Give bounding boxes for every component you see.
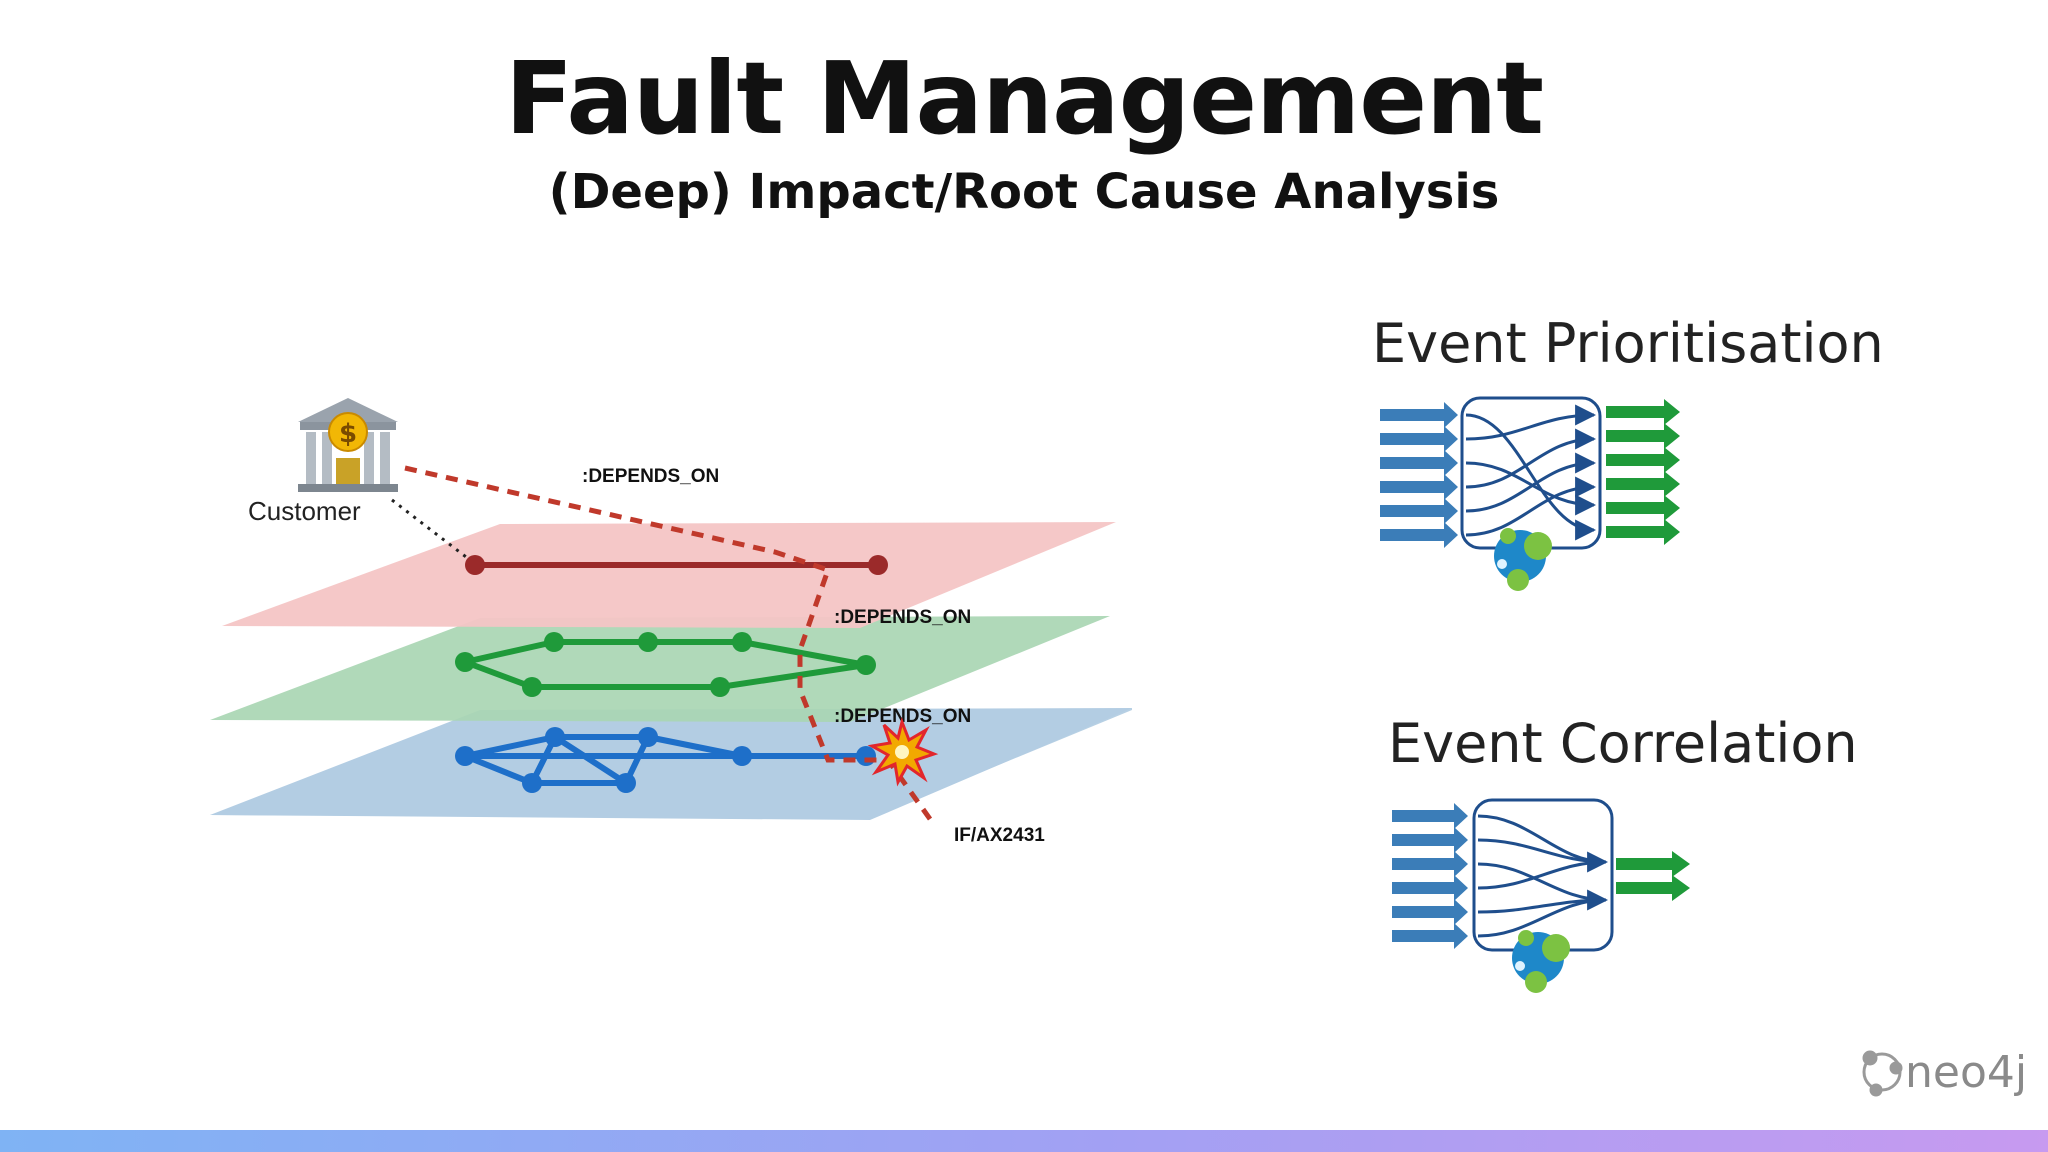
logical-layer-plane xyxy=(210,616,1110,722)
neo4j-wordmark: neo4j xyxy=(1905,1047,2027,1098)
relationship-label: :DEPENDS_ON xyxy=(834,607,971,628)
physical-nodes xyxy=(455,727,876,793)
physical-layer-plane-main xyxy=(210,708,1132,820)
input-arrows xyxy=(1392,803,1468,949)
logical-node xyxy=(856,655,876,675)
event-prioritisation-diagram xyxy=(1380,396,1680,591)
logical-node xyxy=(455,652,475,672)
slide-title: Fault Management xyxy=(504,40,1544,157)
layered-network-diagram: $ Customer :DEPENDS_ON :DEPENDS_ON :DEPE… xyxy=(210,398,1132,846)
customer-label: Customer xyxy=(248,496,361,526)
routing-curves xyxy=(1465,404,1597,541)
slide-subtitle: (Deep) Impact/Root Cause Analysis xyxy=(548,164,1500,220)
physical-node xyxy=(638,727,658,747)
svg-text:$: $ xyxy=(339,419,357,449)
physical-mesh xyxy=(462,734,869,786)
event-correlation-heading: Event Correlation xyxy=(1388,712,1858,775)
service-node xyxy=(465,555,485,575)
logical-node xyxy=(710,677,730,697)
physical-node xyxy=(522,773,542,793)
physical-node xyxy=(732,746,752,766)
physical-node xyxy=(856,746,876,766)
logical-nodes xyxy=(455,632,876,697)
neo4j-graph-icon xyxy=(1862,1050,1903,1097)
logical-ring xyxy=(462,639,869,690)
relationship-label: :DEPENDS_ON xyxy=(582,466,719,487)
bank-icon: $ xyxy=(298,398,398,492)
physical-node xyxy=(616,773,636,793)
service-layer-plane xyxy=(222,522,1116,628)
logical-node xyxy=(732,632,752,652)
input-arrows xyxy=(1380,402,1458,548)
dependency-path xyxy=(404,465,938,828)
logical-node xyxy=(522,677,542,697)
logical-node xyxy=(638,632,658,652)
neo4j-logo: neo4j xyxy=(1862,1047,2027,1098)
correlation-curves xyxy=(1477,814,1609,938)
explosion-icon xyxy=(867,717,939,787)
event-correlation-diagram xyxy=(1392,798,1690,993)
bottom-gradient-bar xyxy=(0,1130,2048,1152)
output-arrows xyxy=(1616,851,1690,901)
output-arrows xyxy=(1606,399,1680,545)
customer-link xyxy=(391,498,471,562)
event-prioritisation-heading: Event Prioritisation xyxy=(1372,312,1884,375)
graph-engine-icon xyxy=(1512,930,1570,993)
relationship-label: :DEPENDS_ON xyxy=(834,706,971,727)
logical-node xyxy=(544,632,564,652)
service-node xyxy=(868,555,888,575)
physical-node xyxy=(545,727,565,747)
physical-node xyxy=(455,746,475,766)
fault-label: IF/AX2431 xyxy=(954,825,1045,846)
graph-engine-icon xyxy=(1494,528,1552,591)
